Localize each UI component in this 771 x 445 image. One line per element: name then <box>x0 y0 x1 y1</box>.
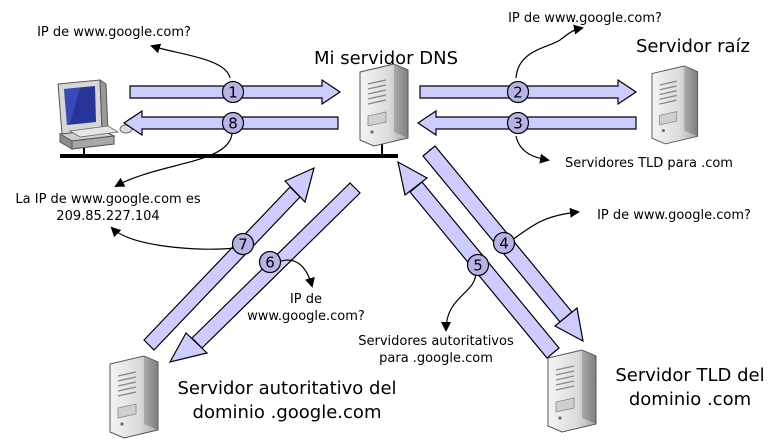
message-q4: IP de www.google.com? <box>597 208 751 223</box>
step-badge-6: 6 <box>258 250 282 274</box>
client-computer-icon <box>57 79 133 150</box>
authoritative-server-label-1: Servidor autoritativo del <box>177 378 396 399</box>
svg-text:7: 7 <box>238 236 248 254</box>
step-badge-4: 4 <box>492 231 516 255</box>
tld-server-icon <box>547 349 597 433</box>
root-server-label: Servidor raíz <box>636 36 750 57</box>
svg-text:5: 5 <box>473 257 483 275</box>
step-badges: 1 8 2 3 4 5 6 7 <box>221 80 530 277</box>
svg-text:2: 2 <box>513 84 523 102</box>
authoritative-server-label-2: dominio .google.com <box>193 402 382 423</box>
authoritative-server-icon <box>109 355 159 439</box>
step-badge-1: 1 <box>221 80 245 104</box>
tld-server-label-1: Servidor TLD del <box>615 365 764 386</box>
message-q6-line1: IP de <box>290 292 322 307</box>
step-badge-2: 2 <box>506 80 530 104</box>
my-dns-label: Mi servidor DNS <box>314 48 458 69</box>
svg-text:1: 1 <box>228 84 238 102</box>
svg-text:3: 3 <box>513 115 523 133</box>
callout-pointers <box>110 24 584 332</box>
step-badge-5: 5 <box>466 253 490 277</box>
arrow-step-6 <box>168 182 361 363</box>
step-badge-3: 3 <box>506 111 530 135</box>
arrow-step-4 <box>422 145 584 343</box>
step-badge-7: 7 <box>231 232 255 256</box>
message-r3: Servidores TLD para .com <box>565 156 733 171</box>
my-dns-server-icon <box>359 63 409 147</box>
message-q1: IP de www.google.com? <box>37 25 191 40</box>
message-labels: IP de www.google.com? IP de www.google.c… <box>15 11 751 366</box>
message-r7-line2: 209.85.227.104 <box>56 209 159 224</box>
svg-text:8: 8 <box>228 115 238 133</box>
message-r7-line1: La IP de www.google.com es <box>15 192 200 207</box>
svg-text:4: 4 <box>499 235 509 253</box>
root-server-icon <box>651 65 699 145</box>
message-q6-line2: www.google.com? <box>247 309 365 324</box>
node-labels: Mi servidor DNS Servidor raíz Servidor T… <box>177 36 764 423</box>
svg-text:6: 6 <box>265 254 275 272</box>
tld-server-label-2: dominio .com <box>629 389 751 410</box>
step-badge-8: 8 <box>221 111 245 135</box>
message-r5-line2: para .google.com <box>379 351 493 366</box>
message-q2: IP de www.google.com? <box>508 11 662 26</box>
message-r5-line1: Servidores autoritativos <box>358 334 514 349</box>
